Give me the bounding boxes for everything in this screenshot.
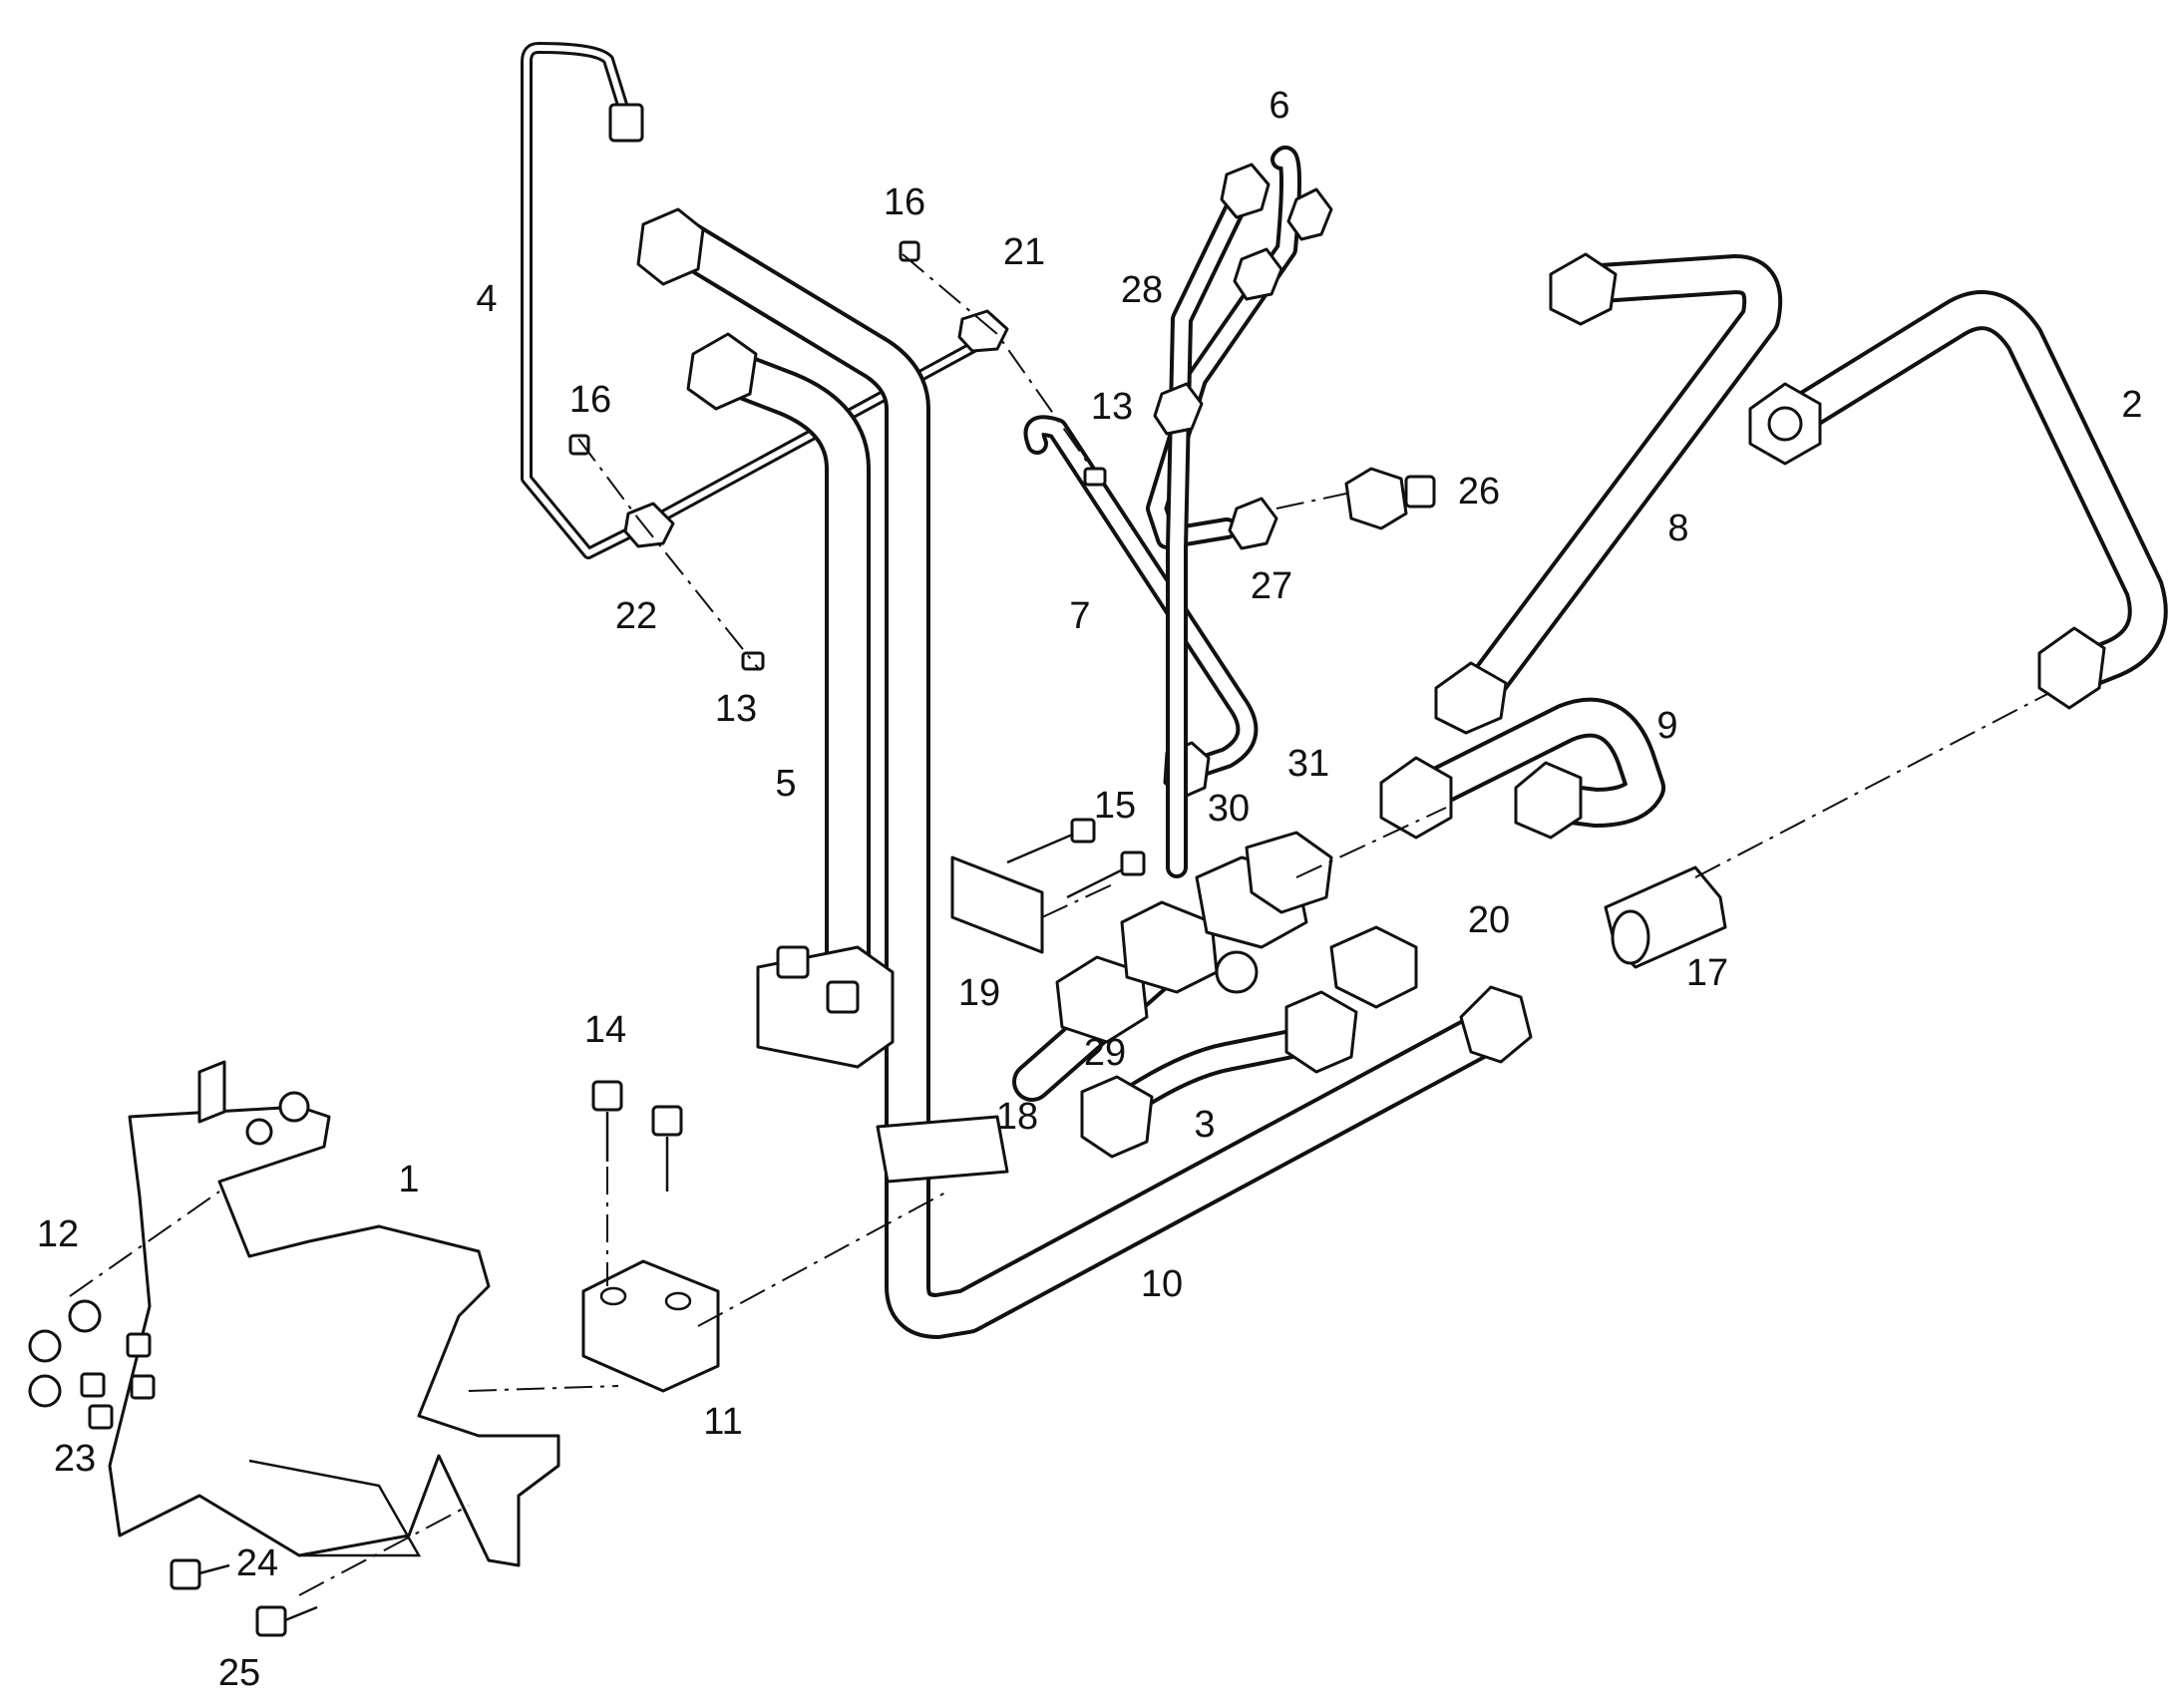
callout-2: 2 <box>2121 384 2142 426</box>
callout-11: 11 <box>703 1401 742 1443</box>
pipe-2 <box>1748 290 2168 710</box>
callout-16b: 16 <box>569 379 611 421</box>
callout-22: 22 <box>615 595 657 637</box>
callout-23: 23 <box>54 1438 96 1480</box>
callout-16a: 16 <box>884 181 925 223</box>
callout-5: 5 <box>775 763 796 805</box>
callout-24: 24 <box>236 1542 278 1584</box>
callout-19: 19 <box>958 972 1000 1014</box>
sleeve-17 <box>1604 865 1727 969</box>
callout-28: 28 <box>1121 269 1163 311</box>
pipe-8 <box>1434 252 1783 735</box>
callout-labels: 1 2 3 4 5 6 7 8 9 10 11 12 13 13 14 15 1… <box>37 85 2143 1694</box>
fitting-26 <box>1344 467 1436 530</box>
callout-25: 25 <box>218 1652 260 1694</box>
pipe-9 <box>1379 697 1665 840</box>
callout-29: 29 <box>1084 1032 1126 1074</box>
callout-6: 6 <box>1269 85 1289 127</box>
block-11 <box>581 1259 720 1393</box>
bolt-24 <box>170 1558 230 1590</box>
bolt-25 <box>255 1605 318 1637</box>
callout-14: 14 <box>584 1009 626 1051</box>
callout-20: 20 <box>1468 899 1510 941</box>
clamp-21 <box>957 309 1009 353</box>
callout-13b: 13 <box>715 688 757 730</box>
pipe-5 <box>686 332 871 1010</box>
pipe-10 <box>636 207 1533 1339</box>
callout-3: 3 <box>1194 1104 1215 1146</box>
callout-7: 7 <box>1069 595 1090 637</box>
callout-18: 18 <box>996 1096 1038 1138</box>
pipe-7 <box>1023 415 1259 800</box>
callout-4: 4 <box>476 278 497 320</box>
callout-31: 31 <box>1287 743 1329 785</box>
callout-21: 21 <box>1003 231 1045 273</box>
pipe-4 <box>521 42 1003 559</box>
callout-13a: 13 <box>1091 386 1133 428</box>
pipe-block <box>756 945 1009 1184</box>
pipe-28 <box>1146 146 1333 878</box>
callout-12: 12 <box>37 1213 79 1255</box>
fastener-set-23 <box>28 1299 156 1430</box>
callout-17: 17 <box>1686 952 1728 994</box>
bracket-1 <box>108 1060 560 1567</box>
bolt-15 <box>950 818 1146 954</box>
center-lines <box>69 253 2050 1596</box>
clamp-22 <box>623 502 675 548</box>
callout-30: 30 <box>1208 788 1250 830</box>
valve-assembly <box>1012 831 1418 1102</box>
callout-8: 8 <box>1667 508 1688 549</box>
callout-10: 10 <box>1141 1263 1183 1305</box>
bolt-14 <box>591 1080 683 1192</box>
screw-13 <box>741 467 1107 671</box>
callout-1: 1 <box>398 1159 419 1200</box>
pipe-3 <box>1080 990 1358 1159</box>
callout-26: 26 <box>1458 471 1500 512</box>
callout-15: 15 <box>1094 785 1136 827</box>
callout-27: 27 <box>1251 565 1292 607</box>
callout-9: 9 <box>1656 705 1677 747</box>
